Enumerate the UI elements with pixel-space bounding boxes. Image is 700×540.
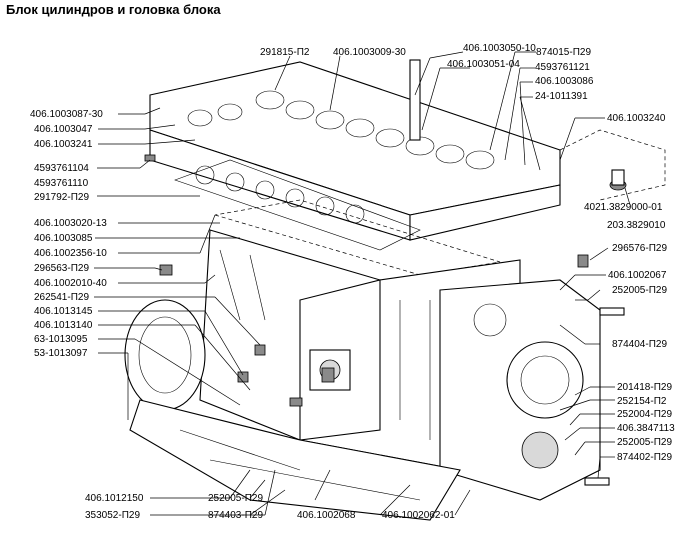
engine-illustration	[124, 59, 666, 521]
part-label: 291792-П29	[34, 192, 89, 203]
part-labels: 291815-П2 406.1003009-30 406.1003050-10 …	[30, 43, 675, 521]
part-label: 24-1011391	[535, 91, 588, 102]
part-label: 353052-П29	[85, 510, 140, 521]
part-label: 4021.3829000-01	[584, 202, 663, 213]
part-label: 4593761104	[34, 163, 89, 174]
part-label: 252005-П29	[208, 493, 263, 504]
part-label: 291815-П2	[260, 47, 310, 58]
part-label: 406.1003051-04	[447, 59, 520, 70]
part-label: 406.1003020-13	[34, 218, 107, 229]
part-label: 406.1003241	[34, 139, 93, 150]
part-label: 201418-П29	[617, 382, 672, 393]
diagram-title: Блок цилиндров и головка блока	[6, 2, 221, 17]
part-label: 406.1002062-01	[382, 510, 455, 521]
part-label: 4593761110	[34, 178, 89, 189]
part-label: 874404-П29	[612, 339, 667, 350]
part-label: 406.1003087-30	[30, 109, 103, 120]
part-label: 252005-П29	[617, 437, 672, 448]
part-label: 203.3829010	[607, 220, 666, 231]
part-label: 406.1003047	[34, 124, 93, 135]
part-label: 406.1003240	[607, 113, 666, 124]
part-label: 406.1002010-40	[34, 278, 107, 289]
part-label: 296576-П29	[612, 243, 667, 254]
part-label: 406.1003085	[34, 233, 93, 244]
part-label: 252005-П29	[612, 285, 667, 296]
part-label: 406.1003009-30	[333, 47, 406, 58]
part-label: 406.3847113	[617, 423, 675, 434]
part-label: 406.1003050-10	[463, 43, 536, 54]
part-label: 406.1002067	[608, 270, 667, 281]
part-label: 874015-П29	[536, 47, 591, 58]
part-label: 296563-П29	[34, 263, 89, 274]
part-label: 874402-П29	[617, 452, 672, 463]
part-label: 406.1002356-10	[34, 248, 107, 259]
part-label: 262541-П29	[34, 292, 89, 303]
part-label: 874403-П29	[208, 510, 263, 521]
part-label: 53-1013097	[34, 348, 88, 359]
part-label: 406.1002068	[297, 510, 356, 521]
part-label: 406.1013145	[34, 306, 93, 317]
part-label: 406.1013140	[34, 320, 93, 331]
part-label: 252154-П2	[617, 396, 667, 407]
part-label: 63-1013095	[34, 334, 88, 345]
part-label: 252004-П29	[617, 409, 672, 420]
part-label: 406.1012150	[85, 493, 144, 504]
part-label: 4593761121	[535, 62, 590, 73]
leader-lines	[94, 51, 631, 516]
part-label: 406.1003086	[535, 76, 594, 87]
